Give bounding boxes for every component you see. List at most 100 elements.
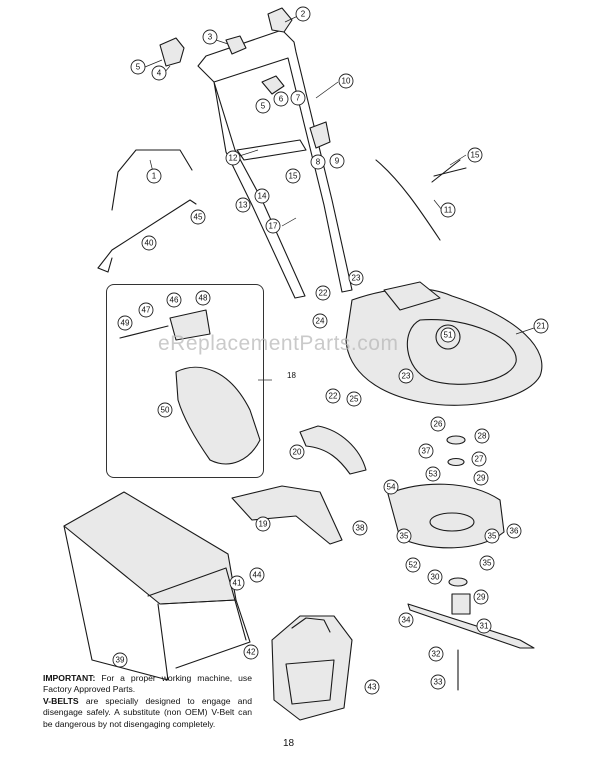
- callout-label: 32: [432, 650, 441, 659]
- callout-label: 2: [301, 10, 306, 19]
- callout-label: 9: [335, 157, 340, 166]
- control-rods: [97, 149, 197, 273]
- callout-label: 7: [296, 94, 301, 103]
- callout-26: 26: [430, 416, 446, 432]
- callout-45: 45: [190, 209, 206, 225]
- callout-17: 17: [265, 218, 281, 234]
- callout-label: 4: [157, 69, 162, 78]
- callout-49: 49: [117, 315, 133, 331]
- callout-label: 43: [368, 683, 377, 692]
- callout-1: 1: [146, 168, 162, 184]
- callout-label: 23: [402, 372, 411, 381]
- watermark: eReplacementParts.com: [158, 332, 399, 355]
- callout-label: 3: [208, 33, 213, 42]
- callout-label: 33: [434, 678, 443, 687]
- callout-label: 51: [444, 331, 453, 340]
- callout-label: 25: [350, 395, 359, 404]
- callout-13: 13: [235, 197, 251, 213]
- callout-9: 9: [329, 153, 345, 169]
- callout-5: 5: [130, 59, 146, 75]
- callout-label: 36: [510, 527, 519, 536]
- callout-22: 22: [315, 285, 331, 301]
- callout-label: 48: [199, 294, 208, 303]
- callout-5: 5: [255, 98, 271, 114]
- callout-label: 40: [145, 239, 154, 248]
- callout-label: 19: [259, 520, 268, 529]
- blade-adapter-stack: [387, 435, 535, 691]
- callout-7: 7: [290, 90, 306, 106]
- callout-label: 30: [431, 573, 440, 582]
- callout-label: 35: [483, 559, 492, 568]
- callout-23: 23: [398, 368, 414, 384]
- callout-label: 31: [480, 622, 489, 631]
- callout-43: 43: [364, 679, 380, 695]
- callout-21: 21: [533, 318, 549, 334]
- callout-label: 44: [253, 571, 262, 580]
- grass-bag: [63, 491, 251, 681]
- callout-label: 38: [356, 524, 365, 533]
- callout-4: 4: [151, 65, 167, 81]
- callout-label: 26: [434, 420, 443, 429]
- callout-label: 35: [488, 532, 497, 541]
- callout-label: 11: [444, 206, 453, 215]
- callout-label: 15: [471, 151, 480, 160]
- callout-label: 21: [537, 322, 546, 331]
- callout-label: 28: [478, 432, 487, 441]
- callout-33: 33: [430, 674, 446, 690]
- callout-label: 37: [422, 447, 431, 456]
- callout-34: 34: [398, 612, 414, 628]
- callout-22: 22: [325, 388, 341, 404]
- callout-3: 3: [202, 29, 218, 45]
- callout-label: 29: [477, 474, 486, 483]
- callout-label: 17: [269, 222, 278, 231]
- callout-36: 36: [506, 523, 522, 539]
- callout-label: 24: [316, 317, 325, 326]
- callout-label: 52: [409, 561, 418, 570]
- callout-31: 31: [476, 618, 492, 634]
- callout-2: 2: [295, 6, 311, 22]
- callout-label: 29: [477, 593, 486, 602]
- callout-53: 53: [425, 466, 441, 482]
- callout-29: 29: [473, 470, 489, 486]
- callout-label: 6: [279, 95, 284, 104]
- vbelts-label: V-BELTS: [43, 695, 79, 706]
- callout-label: 23: [352, 274, 361, 283]
- chute-door-assembly: [119, 309, 261, 465]
- callout-label: 14: [258, 192, 267, 201]
- mower-deck: [345, 281, 543, 406]
- callout-28: 28: [474, 428, 490, 444]
- callout-label: 27: [475, 455, 484, 464]
- callout-50: 50: [157, 402, 173, 418]
- callout-label: 10: [342, 77, 351, 86]
- callout-label: 46: [170, 296, 179, 305]
- page-number: 18: [283, 738, 295, 749]
- callout-label: 35: [400, 532, 409, 541]
- callout-12: 12: [225, 150, 241, 166]
- callout-label: 47: [142, 306, 151, 315]
- callout-48: 48: [195, 290, 211, 306]
- callout-label: 41: [233, 579, 242, 588]
- callout-35: 35: [484, 528, 500, 544]
- callout-label: 50: [161, 406, 170, 415]
- callout-label: 12: [229, 154, 238, 163]
- callout-35: 35: [396, 528, 412, 544]
- callout-38: 38: [352, 520, 368, 536]
- callout-32: 32: [428, 646, 444, 662]
- callout-54: 54: [383, 479, 399, 495]
- callout-label: 54: [387, 483, 396, 492]
- chute-door-inset-frame: [106, 284, 264, 478]
- callout-40: 40: [141, 235, 157, 251]
- handle-brackets: [159, 7, 331, 149]
- callout-label: 15: [289, 172, 298, 181]
- important-text: For a proper working machine, use Factor…: [43, 673, 252, 695]
- callout-20: 20: [289, 444, 305, 460]
- callout-label: 34: [402, 616, 411, 625]
- callout-27: 27: [471, 451, 487, 467]
- callout-label: 53: [429, 470, 438, 479]
- callout-15: 15: [285, 168, 301, 184]
- callout-15: 15: [467, 147, 483, 163]
- callout-11: 11: [440, 202, 456, 218]
- callout-label: 1: [152, 172, 157, 181]
- callout-19: 19: [255, 516, 271, 532]
